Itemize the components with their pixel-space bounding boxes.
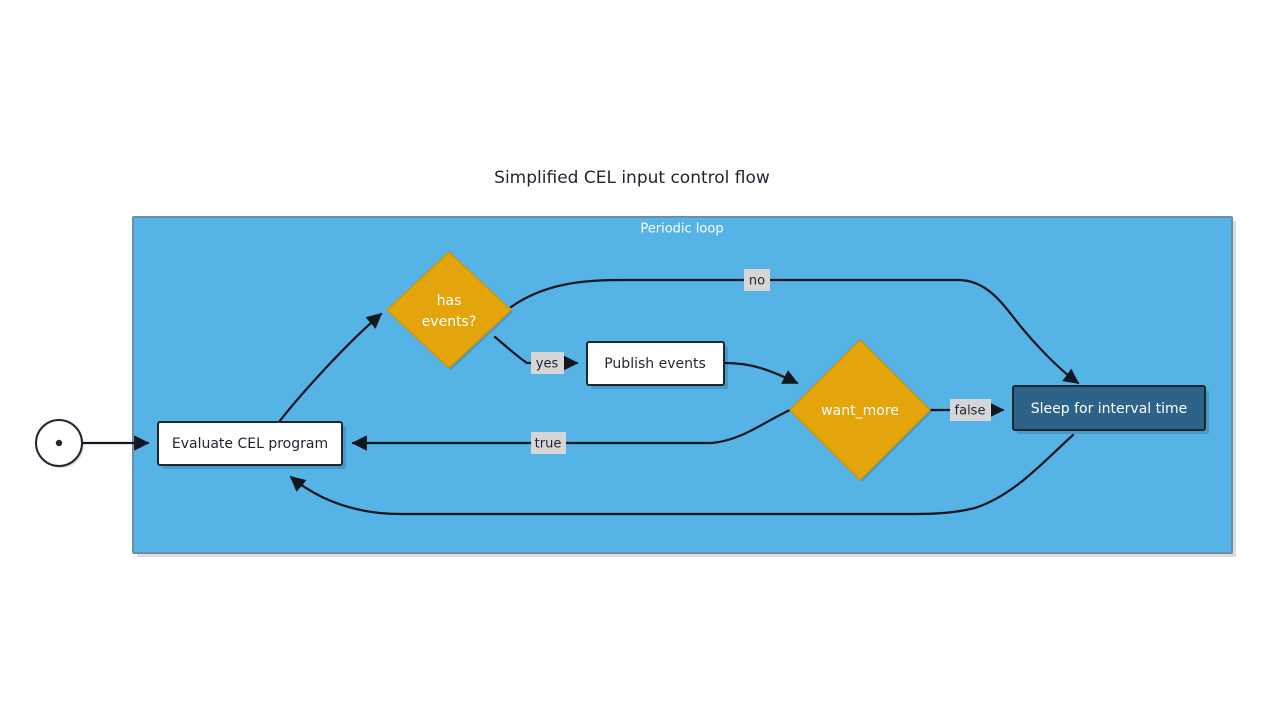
node-sleep[interactable]: Sleep for interval time [1012, 385, 1209, 434]
edge-label-layer: no yes false true [531, 269, 991, 454]
sleep-label: Sleep for interval time [1031, 401, 1188, 417]
edge-sleep-to-evaluate [289, 433, 1075, 516]
publish-label: Publish events [604, 356, 706, 372]
edge-evaluate-to-has-events [277, 312, 383, 424]
node-has-events[interactable]: has events? [385, 250, 513, 370]
edge-layer: sleep (top-left) --> publish events --> … [81, 278, 1080, 516]
edge-label-yes: yes [531, 352, 564, 374]
edge-publish-to-want-more [723, 361, 799, 385]
edge-label-true: true [531, 432, 566, 454]
has-events-diamond[interactable] [385, 250, 513, 370]
edge-has-events-no-to-sleep [509, 278, 1080, 385]
edge-has-events-yes-to-publish [493, 335, 579, 371]
edge-label-false-text: false [955, 404, 986, 419]
publish-box[interactable] [586, 341, 725, 386]
want-more-diamond[interactable] [788, 338, 932, 482]
edge-label-yes-text: yes [536, 357, 559, 372]
node-publish-events[interactable]: Publish events [586, 341, 728, 389]
evaluate-box[interactable] [157, 421, 343, 466]
edge-label-no-text: no [749, 274, 765, 289]
edge-label-no: no [744, 269, 770, 291]
cluster-label: Periodic loop [640, 222, 723, 237]
edge-label-true-text: true [535, 437, 562, 452]
edge-want-more-true-to-evaluate [351, 408, 792, 451]
edge-label-false: false [950, 399, 991, 421]
node-want-more[interactable]: want_more [788, 338, 932, 482]
evaluate-label: Evaluate CEL program [172, 436, 328, 452]
node-start[interactable] [35, 419, 84, 468]
has-events-label-line1: has [437, 293, 462, 309]
sleep-box[interactable] [1012, 385, 1206, 431]
want-more-label: want_more [821, 403, 899, 419]
has-events-label-line2: events? [422, 314, 477, 330]
node-evaluate-cel-program[interactable]: Evaluate CEL program [157, 421, 346, 469]
diagram-title: Simplified CEL input control flow [494, 168, 770, 188]
start-dot-icon [55, 439, 63, 447]
